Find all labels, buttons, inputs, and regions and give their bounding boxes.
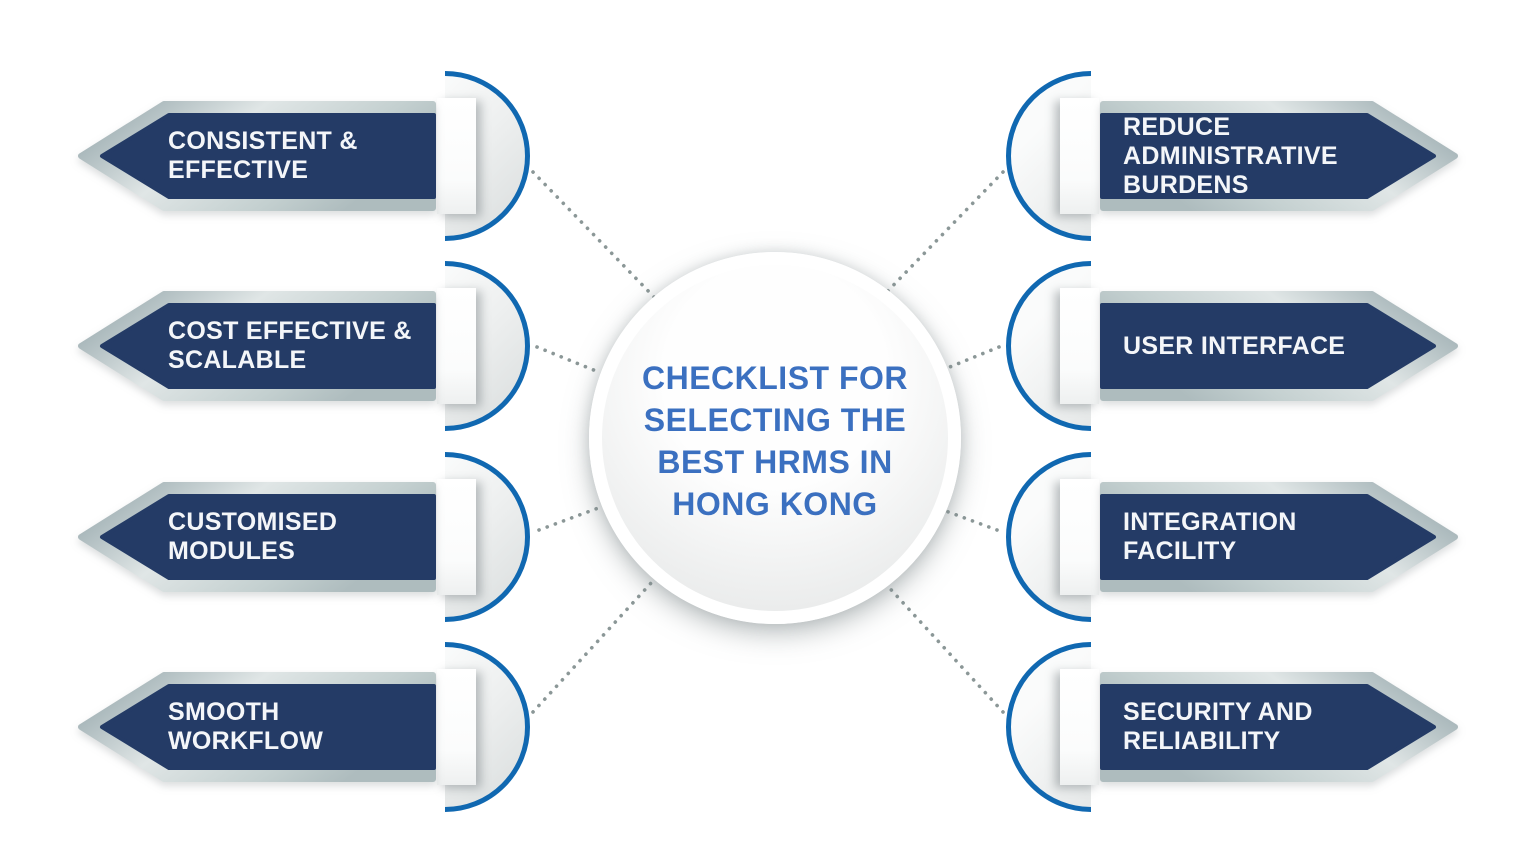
banner-label-line: SCALABLE: [168, 346, 307, 374]
dotted-connector: [531, 170, 657, 300]
dotted-connector: [537, 505, 603, 532]
banner-card: [437, 479, 476, 595]
banner-label-line: ADMINISTRATIVE: [1123, 141, 1338, 170]
banner-label-line: INTEGRATION: [1123, 508, 1297, 536]
banner-label-line: SMOOTH: [168, 698, 280, 726]
center-title-line: HONG KONG: [672, 486, 878, 522]
left-arrow-shape: [78, 101, 436, 211]
right-arrow-shape: [1100, 672, 1458, 782]
center-title-line: SELECTING THE: [643, 402, 907, 438]
left-arrow-shape: [78, 482, 436, 592]
left-arrow-shape: [78, 291, 436, 401]
banner-label-line: MODULES: [168, 537, 296, 565]
banner-card: [437, 669, 476, 785]
right-arrow-shape: [1100, 101, 1458, 211]
banner-label-line: BURDENS: [1123, 170, 1249, 199]
banner-card: [1060, 98, 1099, 214]
dotted-connector: [882, 580, 1005, 714]
banner-label-line: EFFECTIVE: [168, 156, 309, 184]
banner-label-consistent-effective: CONSISTENT &EFFECTIVE: [168, 96, 436, 216]
center-title-line: CHECKLIST FOR: [641, 360, 909, 396]
banner-label-line: SECURITY AND: [1123, 698, 1313, 726]
center-circle: CHECKLIST FOR SELECTING THE BEST HRMS IN HO…: [589, 252, 961, 624]
banner-label-line: WORKFLOW: [168, 727, 324, 755]
banner-label-line: RELIABILITY: [1123, 727, 1281, 755]
banner-label-line: CUSTOMISED: [168, 508, 338, 536]
left-arrow-shape: [78, 672, 436, 782]
banner-label-line: FACILITY: [1123, 537, 1237, 565]
right-arrow-shape: [1100, 482, 1458, 592]
banner-card: [437, 98, 476, 214]
center-title-line: BEST HRMS IN: [657, 444, 893, 480]
right-arrow-shape: [1100, 291, 1458, 401]
banner-label-user-interface: USER INTERFACE: [1123, 286, 1391, 406]
dotted-connector: [531, 580, 654, 714]
banner-card: [1060, 288, 1099, 404]
banner-label-line: CONSISTENT &: [168, 127, 358, 155]
banner-label-line: COST EFFECTIVE &: [168, 317, 412, 345]
banner-label-line: REDUCE: [1123, 112, 1231, 141]
banner-card: [437, 288, 476, 404]
dotted-connector: [933, 505, 999, 532]
dotted-connector: [535, 345, 603, 375]
dotted-connector: [879, 170, 1005, 300]
banner-label-line: USER INTERFACE: [1123, 331, 1346, 360]
dotted-connector: [933, 345, 1001, 375]
banner-card: [1060, 479, 1099, 595]
banner-label-cost-effective-scalable: COST EFFECTIVE &SCALABLE: [168, 286, 436, 406]
banner-card: [1060, 669, 1099, 785]
